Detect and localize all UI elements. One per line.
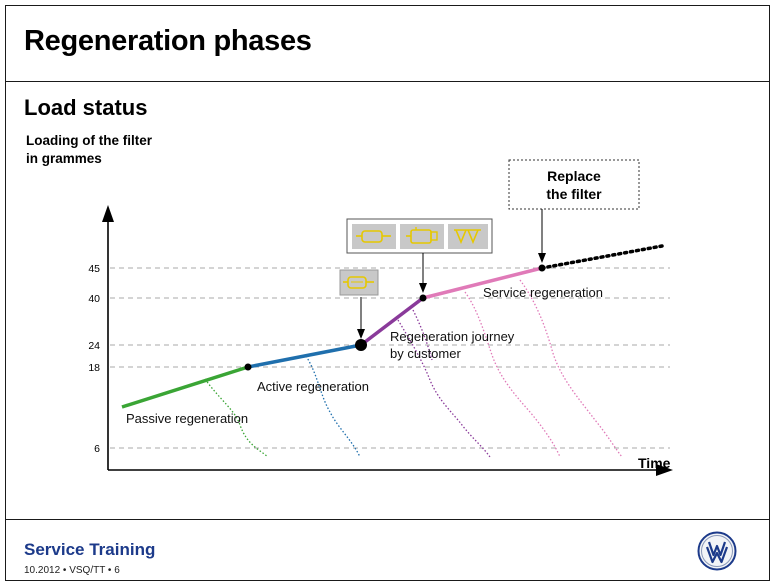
- icon-group: [346, 218, 493, 254]
- gridlines: [110, 267, 670, 449]
- section-title: Load status: [24, 95, 148, 120]
- replace-filter-line2: the filter: [546, 186, 602, 202]
- replace-filter-box: [508, 159, 640, 210]
- engine-icon: [400, 224, 444, 249]
- y-tick-labels: 45 40 24 18 6: [88, 263, 100, 455]
- replace-filter-line1: Replace: [547, 168, 601, 184]
- regeneration-curves: [204, 279, 623, 458]
- x-axis-arrow: [656, 464, 673, 476]
- y-tick-6: 6: [94, 443, 100, 455]
- service-drop-curve-1: [464, 291, 561, 458]
- service-regeneration-label: Service regeneration: [483, 285, 603, 300]
- footer-brand: Service Training: [24, 540, 156, 559]
- y-tick-40: 40: [88, 293, 100, 305]
- y-axis-arrow: [102, 205, 114, 222]
- phase-labels: Passive regeneration Active regeneration…: [126, 285, 603, 426]
- y-axis-label: Loading of the filter in grammes: [26, 132, 152, 168]
- arrow-head-24: [357, 329, 365, 339]
- slide-title: Regeneration phases: [24, 25, 312, 57]
- slide-frame: [5, 5, 770, 581]
- y-axis-label-line1: Loading of the filter: [26, 133, 152, 148]
- journey-regeneration-line: [359, 296, 425, 347]
- passive-regeneration-label: Passive regeneration: [126, 411, 248, 426]
- x-axis-label: Time: [638, 455, 671, 471]
- header-divider: [5, 81, 770, 82]
- y-tick-24: 24: [88, 340, 100, 352]
- footer-meta: 10.2012 • VSQ/TT • 6: [24, 565, 120, 576]
- dpf-filter-icon: [339, 269, 379, 296]
- point-18: [244, 363, 252, 371]
- footer-divider: [5, 519, 770, 520]
- y-tick-18: 18: [88, 362, 100, 374]
- point-40: [419, 294, 427, 302]
- exhaust-icon: [448, 224, 488, 249]
- journey-drop-curve-2: [412, 309, 433, 361]
- point-24: [355, 339, 367, 351]
- service-regeneration-line: [422, 266, 543, 300]
- point-45: [538, 264, 546, 272]
- journey-drop-curve-1: [397, 319, 491, 458]
- active-drop-curve: [305, 355, 361, 458]
- y-tick-45: 45: [88, 263, 100, 275]
- passive-regeneration-line: [121, 365, 249, 409]
- passive-drop-curve: [204, 378, 269, 458]
- y-axis-label-line2: in grammes: [26, 151, 102, 166]
- dpf-filter-icon: [352, 224, 396, 249]
- active-regeneration-line: [247, 343, 362, 369]
- vw-logo: [697, 531, 737, 571]
- journey-regeneration-label-line2: by customer: [390, 346, 461, 361]
- active-regeneration-label: Active regeneration: [257, 379, 369, 394]
- arrow-head-45: [538, 253, 546, 263]
- overload-dotted-line: [540, 244, 664, 270]
- journey-regeneration-label-line1: Regeneration journey: [390, 329, 515, 344]
- arrow-head-40: [419, 283, 427, 293]
- service-drop-curve-2: [519, 279, 623, 458]
